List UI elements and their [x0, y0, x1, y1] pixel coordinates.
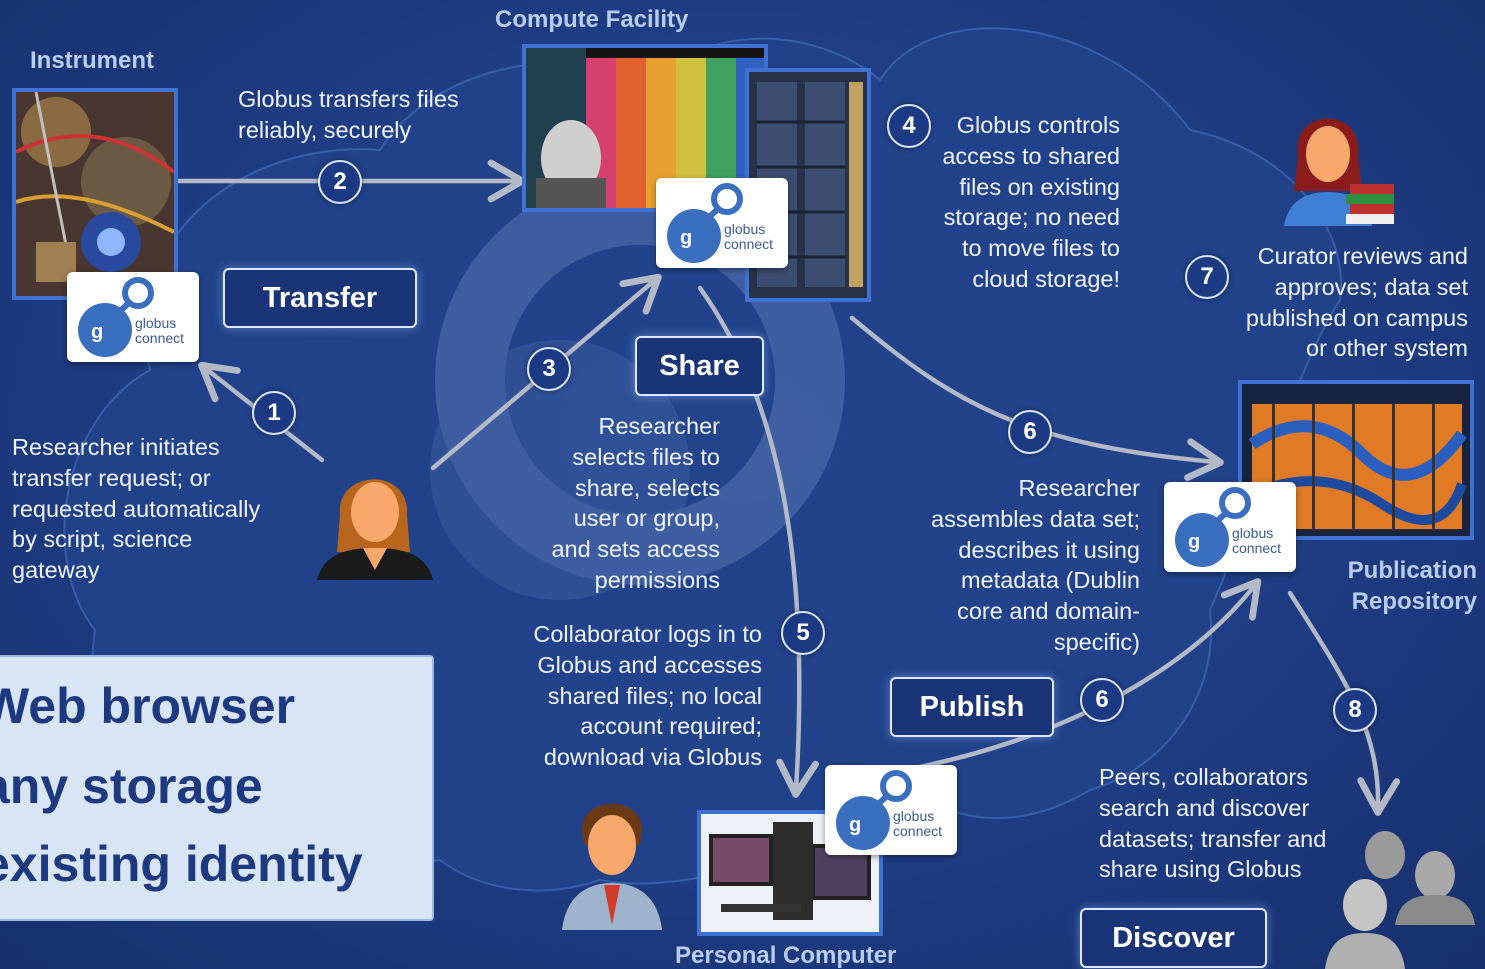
globus-word: globus	[893, 808, 935, 824]
svg-text:g: g	[1188, 531, 1200, 553]
globus-word: globus	[1232, 525, 1274, 541]
note-line: specific)	[1053, 628, 1140, 655]
globus-word: globus	[724, 221, 766, 237]
note-line: selects files to	[572, 443, 720, 470]
callout-line-web-browser: Web browser	[0, 678, 296, 734]
note-line: Researcher	[1018, 475, 1140, 501]
note-line: or other system	[1306, 335, 1468, 362]
collaborator-icon	[562, 803, 662, 930]
instrument-image	[16, 92, 174, 296]
note-line: datasets; transfer and	[1099, 825, 1327, 852]
step-6-badge-publish: 6	[1080, 678, 1124, 722]
curator-icon	[1284, 118, 1394, 226]
svg-text:g: g	[680, 227, 692, 249]
note-line: Curator reviews and	[1257, 243, 1468, 269]
note-line: storage; no need	[943, 204, 1120, 231]
repository-title-line: Repository	[1351, 588, 1477, 615]
instrument-photo	[12, 88, 178, 300]
note-line: transfer request; or	[12, 464, 211, 491]
note-line: share using Globus	[1099, 856, 1302, 883]
globus-logo-icon: g	[836, 770, 912, 850]
note-line: Globus transfers files	[238, 86, 459, 112]
note-line: and sets access	[551, 536, 720, 563]
step-1-badge: 1	[252, 391, 296, 435]
callout-line-any-storage: any storage	[0, 758, 263, 814]
kraken-image	[1242, 384, 1470, 536]
note-line: Globus controls	[956, 112, 1120, 138]
note-line: search and discover	[1099, 794, 1310, 821]
step-5-note: Collaborator logs in to Globus and acces…	[500, 619, 762, 773]
connect-word: connect	[893, 823, 943, 839]
step-6-badge-share: 6	[1008, 410, 1052, 454]
svg-text:g: g	[849, 814, 861, 836]
transfer-label: Transfer	[223, 268, 417, 328]
note-line: by script, science	[12, 526, 193, 553]
note-line: Peers, collaborators	[1099, 764, 1308, 790]
globus-connect-logo-instrument: g globus connect	[67, 272, 199, 362]
step-4-note: Globus controls access to shared files o…	[900, 110, 1120, 295]
note-line: Researcher initiates	[12, 434, 220, 460]
note-line: cloud storage!	[972, 265, 1120, 292]
note-line: permissions	[594, 566, 720, 593]
note-line: gateway	[12, 557, 100, 584]
globus-connect-logo-compute: g globus connect	[656, 178, 788, 268]
note-line: approves; data set	[1274, 273, 1468, 300]
note-line: account required;	[580, 713, 762, 740]
discover-label: Discover	[1080, 908, 1267, 968]
note-line: to move files to	[961, 235, 1120, 262]
step-3-note: Researcher selects files to share, selec…	[500, 411, 720, 596]
note-line: Globus and accesses	[537, 651, 762, 678]
globus-logo-icon: g	[667, 183, 743, 263]
note-line: metadata (Dublin	[961, 567, 1140, 594]
step-5-badge: 5	[781, 611, 825, 655]
step-4-badge: 4	[887, 104, 931, 148]
step-6-note: Researcher assembles data set; describes…	[880, 473, 1140, 658]
svg-text:g: g	[91, 321, 103, 343]
note-line: share, selects	[575, 474, 720, 501]
note-line: shared files; no local	[547, 682, 762, 709]
connect-word: connect	[135, 330, 185, 346]
globus-logo-icon: g	[78, 277, 154, 357]
connect-word: connect	[724, 236, 774, 252]
personal-computer-title: Personal Computer	[675, 942, 897, 969]
peers-group-icon	[1325, 831, 1475, 969]
capabilities-callout: Web browser any storage existing identit…	[0, 655, 434, 921]
step-7-badge: 7	[1185, 255, 1229, 299]
step-2-note: Globus transfers files reliably, securel…	[238, 84, 459, 146]
globus-connect-logo-personal: g globus connect	[825, 765, 957, 855]
step-3-badge: 3	[527, 347, 571, 391]
note-line: access to shared	[942, 142, 1120, 169]
connect-word: connect	[1232, 540, 1282, 556]
note-line: user or group,	[573, 505, 720, 532]
note-line: Collaborator logs in to	[533, 621, 762, 647]
globus-logo-icon: g	[1175, 487, 1251, 567]
step-1-note: Researcher initiates transfer request; o…	[12, 432, 260, 586]
note-line: describes it using	[958, 536, 1140, 563]
note-line: Researcher	[598, 413, 720, 439]
step-8-note: Peers, collaborators search and discover…	[1099, 762, 1326, 885]
globus-word: globus	[135, 315, 177, 331]
note-line: published on campus	[1245, 304, 1468, 331]
step-8-badge: 8	[1333, 688, 1377, 732]
step-7-note: Curator reviews and approves; data set p…	[1210, 241, 1468, 364]
publish-label: Publish	[890, 677, 1054, 737]
arrow-6a	[849, 315, 1224, 481]
note-line: files on existing	[959, 173, 1120, 200]
note-line: reliably, securely	[238, 116, 412, 143]
researcher-icon	[317, 479, 433, 580]
compute-facility-title: Compute Facility	[495, 6, 689, 33]
note-line: assembles data set;	[931, 505, 1140, 532]
note-line: download via Globus	[543, 744, 762, 771]
globus-connect-logo-repository: g globus connect	[1164, 482, 1296, 572]
instrument-title: Instrument	[30, 47, 155, 74]
note-line: core and domain-	[957, 598, 1140, 625]
note-line: requested automatically	[12, 495, 261, 522]
publication-title-line: Publication	[1347, 557, 1477, 584]
callout-line-existing-identity: existing identity	[0, 836, 363, 892]
step-2-badge: 2	[318, 160, 362, 204]
publication-repository-title: Publication Repository	[1320, 555, 1477, 617]
share-label: Share	[635, 336, 764, 396]
